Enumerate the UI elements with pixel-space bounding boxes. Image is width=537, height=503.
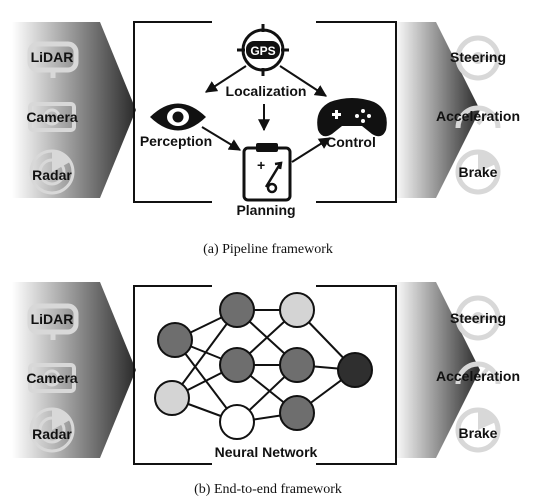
input-lidar-label: LiDAR <box>31 311 74 327</box>
localization-label: Localization <box>226 83 307 99</box>
control-label: Control <box>326 134 376 150</box>
network-frame <box>133 285 397 465</box>
network-node <box>279 292 315 328</box>
arrow-planning-to-control <box>291 137 332 163</box>
network-node <box>279 395 315 431</box>
pipeline-frame <box>133 21 397 203</box>
output-steering-label: Steering <box>450 310 506 326</box>
radar-icon <box>29 149 75 195</box>
input-radar-label: Radar <box>32 426 72 442</box>
output-acceleration-label: Acceleration <box>436 368 520 384</box>
gps-icon <box>237 24 289 76</box>
output-acceleration-label: Acceleration <box>436 108 520 124</box>
network-node <box>154 380 190 416</box>
speedometer-icon <box>455 361 501 385</box>
network-node <box>219 292 255 328</box>
pipeline-arrows <box>201 65 332 163</box>
eye-icon <box>150 103 206 131</box>
steering-wheel-icon <box>455 295 501 341</box>
input-camera-label: Camera <box>26 109 78 125</box>
steering-wheel-icon <box>455 35 501 81</box>
output-brake-label: Brake <box>459 164 498 180</box>
svg-text:+: + <box>257 157 265 173</box>
caption-a: (a) Pipeline framework <box>203 242 333 257</box>
input-camera-label: Camera <box>26 370 78 386</box>
radar-icon <box>29 407 75 453</box>
lidar-icon <box>27 41 79 78</box>
network-node <box>337 352 373 388</box>
game-controller-icon <box>317 98 387 137</box>
camera-icon <box>28 102 76 132</box>
network-node <box>279 347 315 383</box>
gps-label: GPS <box>250 44 275 58</box>
output-arrow-a <box>394 22 480 198</box>
planning-label: Planning <box>236 202 295 218</box>
panel-a: LiDAR Camera Radar Steering Acceleration… <box>12 21 520 257</box>
perception-label: Perception <box>140 133 212 149</box>
network-edges <box>171 309 356 423</box>
brake-icon <box>455 407 501 453</box>
speedometer-icon <box>455 105 501 129</box>
input-radar-label: Radar <box>32 167 72 183</box>
neural-network-label: Neural Network <box>215 444 318 460</box>
output-arrow-b <box>394 282 480 458</box>
caption-b: (b) End-to-end framework <box>194 482 342 497</box>
arrow-gps-to-control <box>279 65 328 97</box>
panel-b: LiDAR Camera Radar Steering Acceleration… <box>12 282 520 497</box>
network-node <box>219 404 255 440</box>
arrow-gps-to-perception <box>204 65 247 93</box>
arrow-perception-to-planning <box>201 126 242 151</box>
lidar-icon <box>27 303 79 340</box>
input-lidar-label: LiDAR <box>31 49 74 65</box>
camera-icon <box>28 363 76 393</box>
output-steering-label: Steering <box>450 49 506 65</box>
brake-icon <box>455 149 501 195</box>
clipboard-icon: + <box>242 143 292 202</box>
output-brake-label: Brake <box>459 425 498 441</box>
network-node <box>219 347 255 383</box>
network-nodes <box>154 292 373 440</box>
network-node <box>157 322 193 358</box>
